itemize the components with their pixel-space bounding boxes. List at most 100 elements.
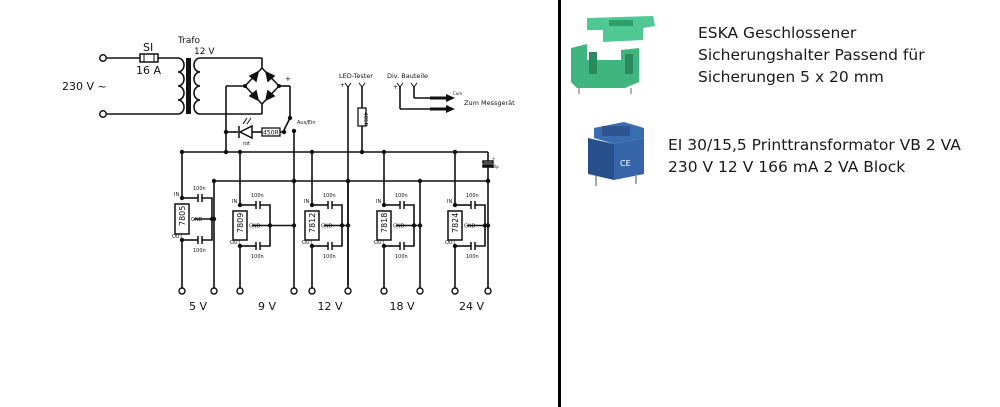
output-terminal [178,287,186,295]
regulator-ic [304,210,320,241]
cap-in-value: 100n [251,193,264,199]
arrow-heads [446,94,455,113]
rectifier-plus: + [285,75,291,83]
cap-out-value: 100n [251,254,264,260]
transformer-line: 230 V 12 V 166 mA 2 VA Block [668,158,906,176]
ground-terminal [484,287,492,295]
junction-dot [381,149,387,155]
regulator-part-number: 7812 [308,213,317,233]
junction-dot [485,178,491,184]
arrow-label: Zum Messgerät [464,99,515,107]
vertical-divider [558,0,561,407]
fuse-holder-line: ESKA Geschlossener [698,23,857,42]
junction-dot [417,178,423,184]
junction-dot [339,223,345,228]
junction-dot [179,149,185,155]
transformer-description: EI 30/15,5 Printtransformator VB 2 VA 23… [668,134,961,178]
mains-terminals [99,54,107,118]
filter-cap-plus: + [492,156,495,161]
cap-out-value: 100n [193,248,206,254]
regulator-ic [447,210,463,241]
pin-gnd-label: GND [249,224,261,230]
junction-dot [452,243,458,249]
fuse-holder-description: ESKA Geschlossener Sicherungshalter Pass… [698,22,925,88]
junction-dot [345,178,351,184]
cap-in-value: 100n [466,193,479,199]
pin-gnd-label: GND [191,217,203,223]
cap-in-value: 100n [193,186,206,192]
cap-in-value: 100n [395,193,408,199]
pin-in-label: IN [174,192,179,198]
junction-dot [237,149,243,155]
led-resistor [261,127,281,137]
ground-terminal [344,287,352,295]
output-terminal [380,287,388,295]
cap-out-value: 100n [323,254,336,260]
fuse-holder-line: Sicherungen 5 x 20 mm [698,67,884,86]
filter-capacitor [482,160,494,168]
output-terminal [451,287,459,295]
components-plus: + [393,84,398,91]
regulator-ic [232,210,248,241]
junction-dot [452,202,458,208]
components-title: Div. Bauteile [387,72,428,80]
fuse-holder-image [571,16,655,94]
mains-label: 230 V ~ [62,80,107,93]
output-voltage-label: 24 V [459,300,484,313]
junction-dot [237,243,243,249]
com-label: Com [453,91,462,96]
bridge-rectifier [243,66,281,106]
junction-dot [291,223,297,228]
transformer-symbol [177,57,201,115]
regulator-part-number: 7824 [451,213,460,233]
junction-dot [179,237,185,243]
cap-out-value: 100n [466,254,479,260]
junction-dot [309,243,315,249]
transformer-line: EI 30/15,5 Printtransformator VB 2 VA [668,136,961,154]
junction-dot [211,178,217,184]
junction-dot [237,202,243,208]
fuse-symbol [139,53,159,63]
pin-out-label: OUT [230,240,242,246]
output-terminal [236,287,244,295]
junction-dot [211,216,217,222]
pin-out-label: OUT [445,240,457,246]
pin-in-label: IN [376,199,381,205]
led-tester-resistor-value: 485R [362,112,368,126]
secondary-voltage: 12 V [194,47,215,57]
regulator-part-number: 7809 [236,213,245,233]
fuse-rating: 16 A [136,64,161,77]
pin-out-label: OUT [374,240,386,246]
cap-in-value: 100n [323,193,336,199]
output-voltage-label: 9 V [258,300,276,313]
switch-label: Aus/Ein [297,120,316,126]
led-resistor-value: 450R [263,130,279,137]
regulator-part-number: 7805 [178,206,187,226]
filter-cap-value: 10µ [491,164,499,169]
transformer-image: CE [588,122,644,186]
pin-out-label: OUT [302,240,314,246]
junction-dot [417,223,423,228]
product-transformer: CE EI 30/15,5 Printtransformator VB 2 VA… [584,118,961,190]
led-tester-plus: + [340,82,345,89]
ground-terminal [210,287,218,295]
junction-dot [309,202,315,208]
junction-dot [345,223,351,228]
fuse-label: SI [143,41,153,54]
junction-dot [381,243,387,249]
pin-gnd-label: GND [321,224,333,230]
junction-dot [485,223,491,228]
pin-gnd-label: GND [393,224,405,230]
pin-in-label: IN [304,199,309,205]
ground-terminal [290,287,298,295]
pin-in-label: IN [447,199,452,205]
arrows [430,96,446,111]
led-tester-title: LED-Tester [339,72,373,80]
output-terminal [308,287,316,295]
junction-dot [309,149,315,155]
transformer-label: Trafo [177,36,201,46]
